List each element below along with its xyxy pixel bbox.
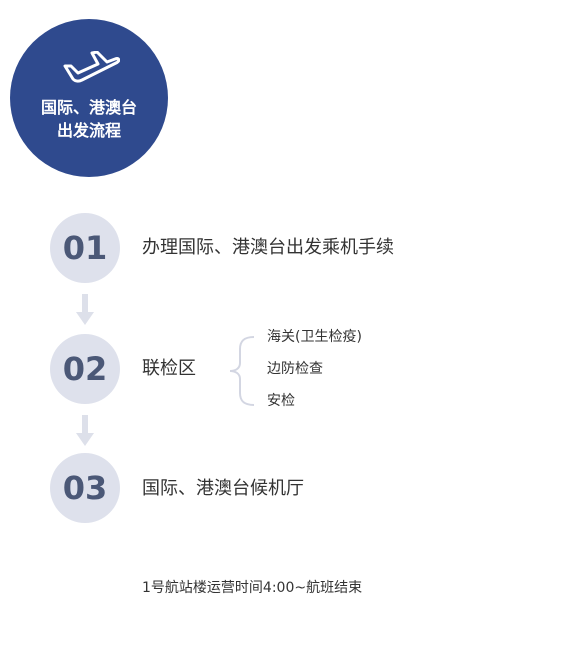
sub-item: 海关(卫生检疫) <box>267 329 362 345</box>
airplane-takeoff-icon <box>63 51 120 83</box>
badge-title-line2: 出发流程 <box>56 121 121 140</box>
step-label: 国际、港澳台候机厅 <box>142 478 304 499</box>
curly-brace-icon <box>229 336 255 406</box>
down-arrow-icon <box>76 294 94 325</box>
sub-item: 边防检查 <box>267 361 323 377</box>
badge-title-line1: 国际、港澳台 <box>40 98 137 117</box>
step-number-circle: 03 <box>50 453 120 523</box>
step-label: 办理国际、港澳台出发乘机手续 <box>142 237 394 258</box>
sub-item: 安检 <box>267 393 295 409</box>
step-number-circle: 01 <box>50 213 120 283</box>
operating-hours-note: 1号航站楼运营时间4:00~航班结束 <box>142 580 363 596</box>
step-number-circle: 02 <box>50 334 120 404</box>
step-label: 联检区 <box>142 358 196 379</box>
down-arrow-icon <box>76 415 94 446</box>
header-badge: 国际、港澳台 出发流程 <box>10 19 168 177</box>
